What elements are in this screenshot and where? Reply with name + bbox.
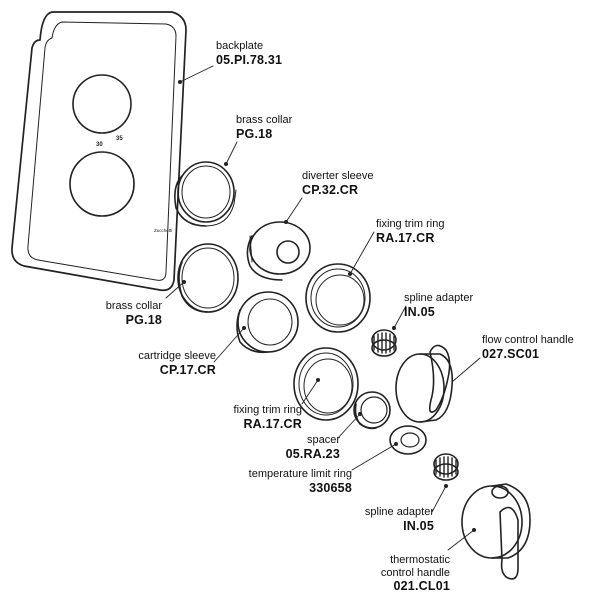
part-name: spline adapter — [364, 506, 434, 518]
spline-adapter-bottom-shape — [433, 453, 459, 481]
label-diverter-sleeve: diverter sleeve CP.32.CR — [302, 170, 374, 197]
plate-markings: 30 35 Zucchetti — [96, 136, 172, 233]
part-name: temperature limit ring — [248, 468, 352, 480]
part-code: RA.17.CR — [243, 416, 302, 431]
label-fixing-trim-ring-top: fixing trim ring RA.17.CR — [376, 218, 444, 245]
cartridge-sleeve-shape — [236, 291, 299, 354]
part-code: CP.17.CR — [159, 362, 216, 377]
part-code: 05.RA.23 — [285, 446, 340, 461]
label-fixing-trim-ring-bottom: fixing trim ring RA.17.CR — [208, 404, 302, 431]
brand-text: Zucchetti — [154, 228, 172, 233]
diverter-sleeve-shape — [246, 221, 311, 281]
label-spacer: spacer 05.RA.23 — [282, 434, 340, 461]
part-name: brass collar — [105, 300, 162, 312]
part-name: spline adapter — [404, 292, 474, 304]
scale-35-text: 35 — [116, 136, 123, 142]
label-backplate: backplate 05.PI.78.31 — [216, 40, 282, 67]
part-code: IN.05 — [404, 304, 435, 319]
label-flow-control-handle: flow control handle 027.SC01 — [482, 334, 574, 361]
part-code: RA.17.CR — [376, 230, 435, 245]
flow-control-handle-shape — [395, 344, 454, 423]
scale-30-text: 30 — [96, 142, 103, 148]
fixing-trim-ring-bottom-shape — [293, 347, 359, 421]
backplate-shape — [11, 11, 187, 292]
label-brass-collar-left: brass collar PG.18 — [86, 300, 162, 327]
leader-dots — [178, 80, 476, 532]
part-code: 027.SC01 — [482, 346, 540, 361]
spline-adapter-top-shape — [371, 329, 397, 357]
part-code: 05.PI.78.31 — [216, 52, 283, 67]
part-name: backplate — [216, 40, 264, 52]
part-code: PG.18 — [125, 312, 162, 327]
part-code: 021.CL01 — [393, 579, 450, 594]
label-spline-adapter-top: spline adapter IN.05 — [404, 292, 473, 319]
temperature-limit-ring-shape — [389, 425, 427, 455]
brass-collar-top-shape — [174, 161, 237, 227]
part-name: brass collar — [236, 114, 293, 126]
label-brass-collar-top: brass collar PG.18 — [236, 114, 292, 141]
part-name: thermostatic control handle — [380, 554, 450, 579]
part-name: fixing trim ring — [233, 404, 302, 416]
thermostatic-control-handle-shape — [461, 483, 531, 580]
part-code: 330658 — [309, 480, 352, 495]
label-spline-adapter-bottom: spline adapter IN.05 — [350, 506, 434, 533]
fixing-trim-ring-top-shape — [305, 263, 371, 333]
part-code: IN.05 — [403, 518, 434, 533]
brass-collar-left-shape — [177, 243, 239, 313]
spacer-shape — [353, 391, 391, 430]
label-temperature-limit-ring: temperature limit ring 330658 — [232, 468, 352, 495]
label-thermostatic-control-handle: thermostatic control handle 021.CL01 — [362, 554, 450, 594]
part-code: CP.32.CR — [302, 182, 359, 197]
part-name: cartridge sleeve — [138, 350, 216, 362]
part-code: PG.18 — [236, 126, 273, 141]
part-name: flow control handle — [482, 334, 574, 346]
part-name: fixing trim ring — [376, 218, 445, 230]
part-name: diverter sleeve — [302, 170, 374, 182]
leader-lines — [165, 65, 481, 551]
label-cartridge-sleeve: cartridge sleeve CP.17.CR — [120, 350, 216, 377]
part-name: spacer — [306, 434, 340, 446]
